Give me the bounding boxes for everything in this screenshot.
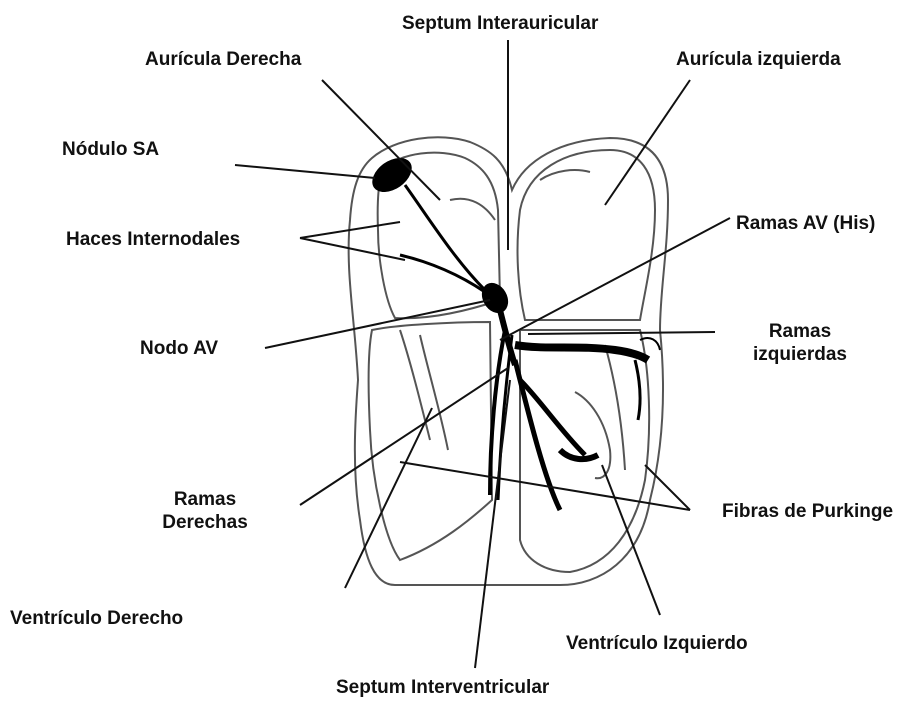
label-ramas-derechas: Ramas Derechas <box>150 488 260 534</box>
label-nodulo-sa: Nódulo SA <box>62 138 159 161</box>
label-haces-internodales: Haces Internodales <box>66 228 240 251</box>
label-nodo-av: Nodo AV <box>140 337 218 360</box>
av-node-shape <box>477 278 514 318</box>
label-septum-interventricular: Septum Interventricular <box>336 676 549 699</box>
label-ramas-av-his: Ramas AV (His) <box>736 212 875 235</box>
label-ventriculo-izquierdo: Ventrículo Izquierdo <box>566 632 748 655</box>
leader-auricula-izquierda <box>605 80 690 205</box>
leader-lines <box>235 40 730 668</box>
label-ramas-izquierdas: Ramas izquierdas <box>740 320 860 366</box>
leader-ventriculo-izquierdo <box>602 465 660 615</box>
label-fibras-purkinge: Fibras de Purkinge <box>722 500 893 523</box>
leader-nodo-av <box>265 300 490 348</box>
label-ramas-izquierdas-line1: Ramas <box>740 320 860 343</box>
leader-ramas-derechas <box>300 368 508 505</box>
label-auricula-izquierda: Aurícula izquierda <box>676 48 841 71</box>
leader-ramas-av <box>500 218 730 340</box>
label-ramas-izquierdas-line2: izquierdas <box>740 343 860 366</box>
leader-nodulo-sa <box>235 165 375 178</box>
label-auricula-derecha: Aurícula Derecha <box>145 48 301 71</box>
leader-ramas-izquierdas <box>528 332 715 334</box>
label-septum-interauricular: Septum Interauricular <box>402 12 598 35</box>
label-ventriculo-derecho: Ventrículo Derecho <box>10 607 183 630</box>
leader-haces-2 <box>300 238 405 260</box>
label-ramas-derechas-line1: Ramas <box>150 488 260 511</box>
label-ramas-derechas-line2: Derechas <box>150 511 260 534</box>
